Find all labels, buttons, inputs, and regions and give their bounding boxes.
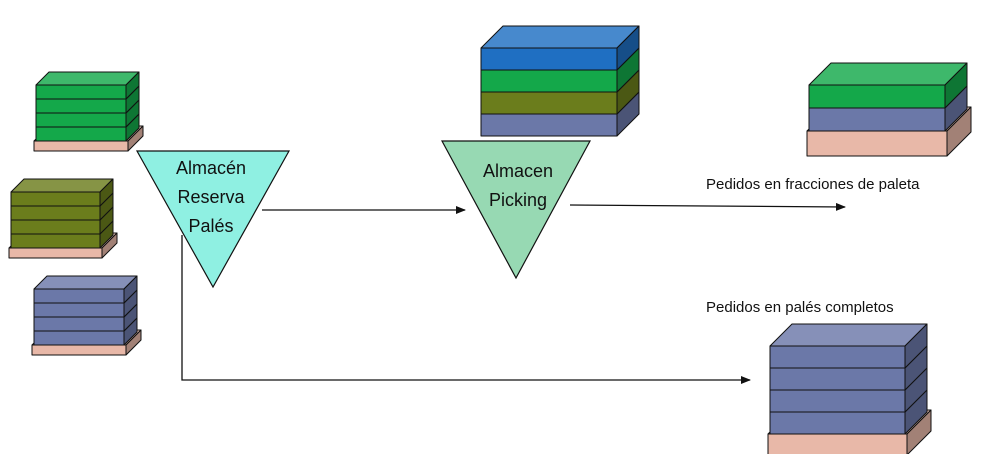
green-pallet-stack-layer-3-front <box>35 98 127 114</box>
reserve-label-line-2: Reserva <box>177 187 245 207</box>
green-pallet-stack-layer-1-front <box>35 126 127 142</box>
olive-pallet-stack-layer-4-front <box>10 191 101 207</box>
full-pallet-order-stack-pallet-front <box>767 433 908 456</box>
fraction-order-stack <box>806 62 972 157</box>
full-pallet-order-stack-layer-4-front <box>769 345 906 369</box>
olive-pallet-stack <box>8 178 118 259</box>
picking-warehouse-node: Almacen Picking <box>440 140 592 280</box>
slate-pallet-stack-layer-4-top <box>33 275 138 290</box>
picking-mixed-stack-layer-2-front <box>480 91 618 115</box>
picking-triangle <box>440 140 592 280</box>
picking-mixed-stack <box>480 25 640 137</box>
olive-pallet-stack-layer-1-front <box>10 233 101 249</box>
full-orders-label: Pedidos en palés completos <box>706 299 894 316</box>
arrow-reserve-to-full-orders <box>181 235 751 384</box>
picking-mixed-stack-layer-4-top <box>480 25 640 49</box>
picking-label-line-2: Picking <box>489 190 547 210</box>
green-pallet-stack-layer-2-front <box>35 112 127 128</box>
fraction-order-stack-layer-2-top <box>808 62 968 86</box>
reserve-triangle <box>135 150 291 289</box>
connectors <box>181 202 846 384</box>
olive-pallet-stack-pallet-front <box>8 247 103 259</box>
picking-label-line-1: Almacen <box>483 161 553 181</box>
full-pallet-order-stack-layer-1-front <box>769 411 906 435</box>
fraction-order-stack-layer-2-front <box>808 84 946 109</box>
green-pallet-stack <box>33 71 144 152</box>
slate-pallet-stack-layer-2-front <box>33 316 125 332</box>
green-pallet-stack-pallet-front <box>33 140 129 152</box>
slate-pallet-stack-layer-3-front <box>33 302 125 318</box>
slate-pallet-stack-pallet-front <box>31 344 127 356</box>
fraction-order-stack-pallet-front <box>806 130 948 157</box>
slate-pallet-stack-layer-4-front <box>33 288 125 304</box>
picking-mixed-stack-layer-4-front <box>480 47 618 71</box>
green-pallet-stack-layer-4-top <box>35 71 140 86</box>
green-pallet-stack-layer-4-front <box>35 84 127 100</box>
olive-pallet-stack-layer-3-front <box>10 205 101 221</box>
olive-pallet-stack-layer-4-top <box>10 178 114 193</box>
reserve-label-line-1: Almacén <box>176 158 246 178</box>
arrow-picking-to-fraction-orders <box>569 202 846 211</box>
picking-mixed-stack-layer-1-front <box>480 113 618 137</box>
full-pallet-order-stack-layer-4-top <box>769 323 928 347</box>
full-pallet-order-stack <box>767 323 932 456</box>
fraction-orders-label: Pedidos en fracciones de paleta <box>706 176 920 193</box>
full-pallet-order-stack-layer-2-front <box>769 389 906 413</box>
full-pallet-order-stack-layer-3-front <box>769 367 906 391</box>
slate-pallet-stack <box>31 275 142 356</box>
reserve-label-line-3: Palés <box>188 216 233 236</box>
fraction-order-stack-layer-1-front <box>808 107 946 132</box>
picking-mixed-stack-layer-3-front <box>480 69 618 93</box>
olive-pallet-stack-layer-2-front <box>10 219 101 235</box>
reserve-warehouse-node: Almacén Reserva Palés <box>135 150 291 289</box>
slate-pallet-stack-layer-1-front <box>33 330 125 346</box>
